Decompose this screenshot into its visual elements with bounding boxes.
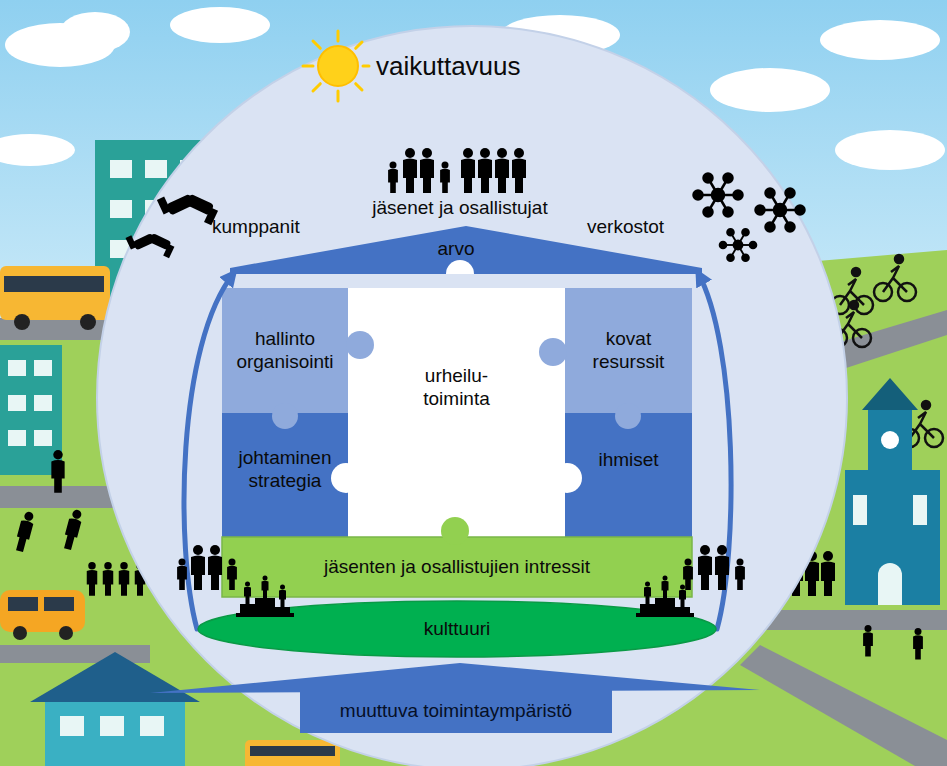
person-icon bbox=[662, 576, 669, 599]
puzzle-piece: hallinto organisointi bbox=[222, 288, 348, 413]
node-text: jäsenten ja osallistujien intressit bbox=[324, 556, 590, 579]
person-icon bbox=[683, 559, 693, 591]
arrow-wings bbox=[150, 663, 760, 693]
ellipse-shape bbox=[198, 601, 716, 657]
person-icon bbox=[644, 582, 651, 605]
podium-icon bbox=[636, 598, 694, 617]
puzzle-piece: kovat resurssit bbox=[565, 288, 692, 413]
puzzle-piece: johtaminen strategia bbox=[222, 413, 348, 537]
node-text: muuttuva toimintaympäristö bbox=[340, 700, 572, 723]
person-icon bbox=[191, 545, 205, 590]
person-icon bbox=[279, 585, 286, 608]
podium-icon bbox=[236, 598, 294, 617]
outer-circle bbox=[97, 26, 847, 766]
node-text: urheilu- toiminta bbox=[407, 365, 507, 411]
puzzle-tab bbox=[441, 517, 469, 545]
person-icon bbox=[735, 559, 745, 591]
band-shape bbox=[222, 537, 692, 597]
label-text: jäsenet ja osallistujat bbox=[372, 197, 547, 220]
curved-arrow bbox=[698, 273, 731, 629]
person-icon bbox=[227, 559, 237, 591]
person-icon bbox=[262, 576, 269, 599]
puzzle-piece: urheilu- toiminta bbox=[348, 288, 565, 537]
environment-arrow: muuttuva toimintaympäristö bbox=[150, 660, 762, 734]
puzzle-piece: ihmiset bbox=[565, 413, 692, 537]
person-icon bbox=[679, 585, 686, 608]
person-icon bbox=[244, 582, 251, 605]
node-text: ihmiset bbox=[598, 449, 658, 472]
interest-band: jäsenten ja osallistujien intressit bbox=[222, 537, 692, 597]
label-text: vaikuttavuus bbox=[376, 51, 521, 82]
culture-ellipse: kulttuuri bbox=[197, 600, 717, 658]
node-text: kulttuuri bbox=[424, 618, 491, 641]
network-icons bbox=[694, 174, 805, 262]
people-icons bbox=[388, 148, 526, 193]
person-icon bbox=[208, 545, 222, 590]
sun-icon bbox=[303, 31, 369, 101]
person-icon bbox=[715, 545, 729, 590]
arrow-box bbox=[300, 690, 612, 733]
puzzle-tab bbox=[446, 260, 474, 274]
node-text: hallinto organisointi bbox=[231, 328, 339, 374]
person-icon bbox=[177, 559, 187, 591]
person-icon bbox=[698, 545, 712, 590]
puzzle-pieces bbox=[222, 288, 692, 537]
environment-arrow bbox=[150, 660, 762, 734]
node-text: arvo bbox=[438, 238, 475, 261]
handshake-icons bbox=[126, 194, 219, 259]
node-text: kovat resurssit bbox=[575, 328, 683, 374]
label-text: kumppanit bbox=[212, 216, 300, 239]
label-text: verkostot bbox=[587, 216, 664, 239]
node-text: johtaminen strategia bbox=[231, 447, 339, 493]
